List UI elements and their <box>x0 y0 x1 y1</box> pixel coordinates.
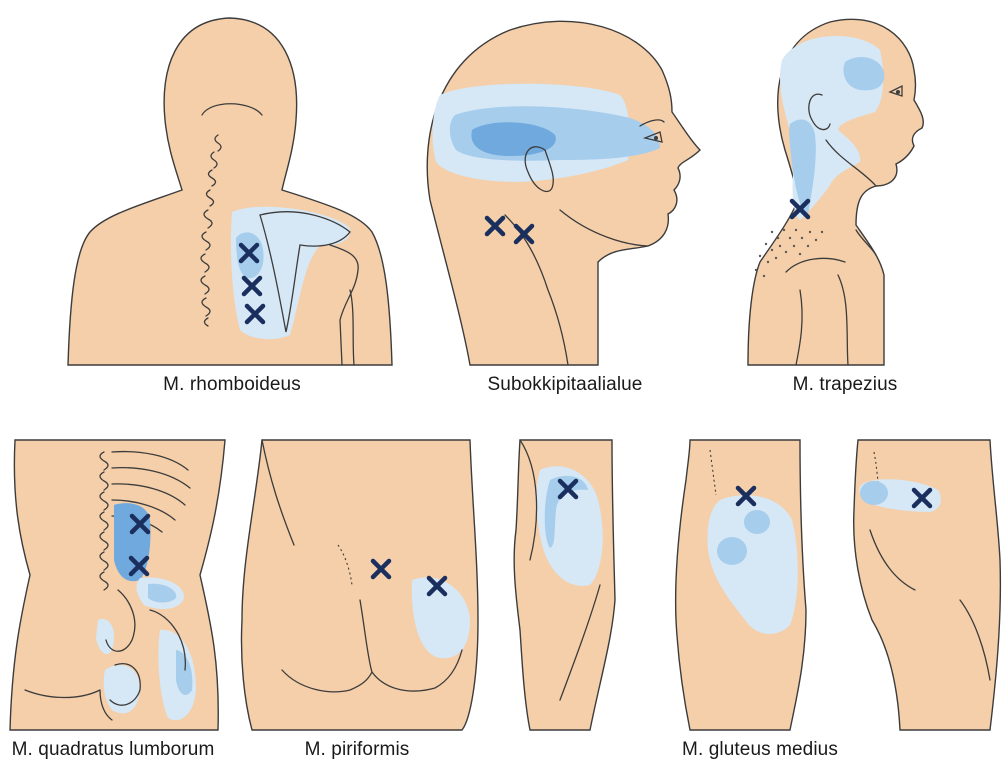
figure-label-gluteus-medius: M. gluteus medius <box>682 739 838 761</box>
figure-label-suboccipital: Subokkipitaalialue <box>488 374 643 396</box>
figure-quadratus-lumborum <box>10 440 225 730</box>
figure-rhomboideus <box>68 18 392 365</box>
head-body <box>427 21 700 365</box>
figure-label-quadratus-lumborum: M. quadratus lumborum <box>12 739 215 761</box>
gluteus-pain-zone-b-medium-lower <box>717 537 747 565</box>
figure-trapezius <box>748 19 923 365</box>
figure-suboccipital <box>427 21 700 365</box>
gluteus-pain-zone-b-medium-upper <box>744 510 770 534</box>
figure-label-trapezius: M. trapezius <box>793 374 898 396</box>
figure-piriformis <box>241 440 478 730</box>
figure-label-rhomboideus: M. rhomboideus <box>163 374 301 396</box>
gluteus-pain-zone-c-medium <box>860 481 888 505</box>
eye-pupil <box>896 90 900 94</box>
eye-pupil <box>654 136 658 140</box>
upper-back-body <box>68 18 392 365</box>
figure-gluteus-medius <box>514 440 1000 730</box>
figure-label-piriformis: M. piriformis <box>305 739 410 761</box>
